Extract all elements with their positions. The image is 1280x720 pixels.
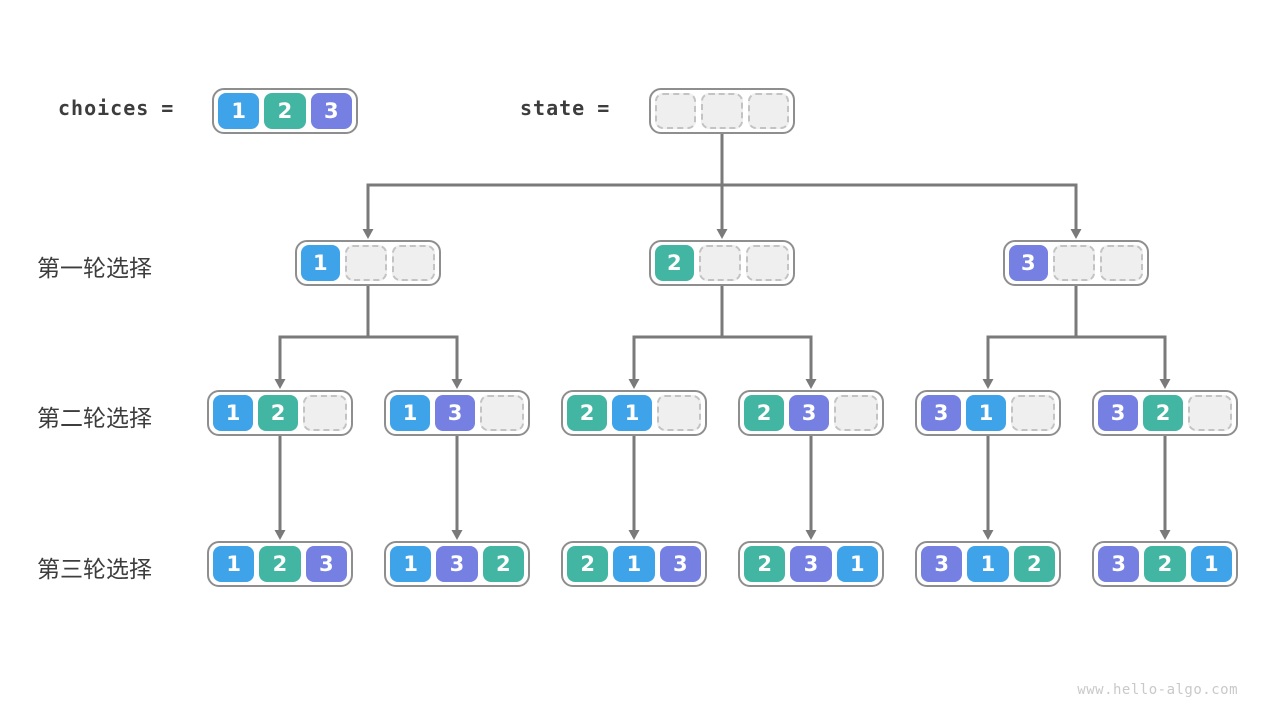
empty-cell <box>698 245 742 281</box>
cell-value-2: 2 <box>482 546 524 582</box>
cell-value-2: 2 <box>264 93 306 129</box>
cell-value-2: 2 <box>1144 546 1186 582</box>
state-label-text: state <box>520 96 586 120</box>
cell-value-2: 2 <box>1143 395 1183 431</box>
empty-cell <box>655 93 697 129</box>
arrowhead <box>805 379 817 389</box>
arrowhead <box>982 530 994 540</box>
cell-value-1: 1 <box>967 546 1009 582</box>
cell-value-3: 3 <box>1009 245 1048 281</box>
cell-value-3: 3 <box>1098 395 1138 431</box>
empty-cell <box>1100 245 1144 281</box>
cell-value-1: 1 <box>390 395 430 431</box>
empty-cell <box>834 395 878 431</box>
empty-cell <box>747 93 789 129</box>
row-label-round2: 第二轮选择 <box>37 406 152 432</box>
cell-value-1: 1 <box>213 546 255 582</box>
cell-value-2: 2 <box>567 395 607 431</box>
cell-value-2: 2 <box>567 546 609 582</box>
cell-value-3: 3 <box>305 546 347 582</box>
cell-value-2: 2 <box>1013 546 1055 582</box>
empty-cell <box>746 245 790 281</box>
cell-value-3: 3 <box>1098 546 1140 582</box>
arrowhead <box>1159 379 1171 389</box>
arrowhead <box>1159 530 1171 540</box>
cell-value-1: 1 <box>390 546 432 582</box>
cell-value-3: 3 <box>790 546 832 582</box>
tree-node-round1-3: 3 <box>1003 240 1149 286</box>
empty-cell <box>657 395 701 431</box>
row-label-round3: 第三轮选择 <box>37 557 152 583</box>
cell-value-1: 1 <box>1190 546 1232 582</box>
cell-value-3: 3 <box>789 395 829 431</box>
cell-value-2: 2 <box>744 395 784 431</box>
cell-value-3: 3 <box>435 395 475 431</box>
cell-value-2: 2 <box>744 546 786 582</box>
arrowhead <box>628 530 640 540</box>
state-equals-sign: = <box>597 96 611 120</box>
cell-value-1: 1 <box>966 395 1006 431</box>
state-label: state = <box>520 96 610 120</box>
watermark: www.hello-algo.com <box>1077 682 1238 698</box>
cell-value-2: 2 <box>259 546 301 582</box>
cell-value-3: 3 <box>921 546 963 582</box>
cell-value-2: 2 <box>655 245 694 281</box>
arrowhead <box>274 530 286 540</box>
arrowhead <box>716 229 728 239</box>
cell-value-3: 3 <box>436 546 478 582</box>
empty-cell <box>701 93 743 129</box>
empty-cell <box>1011 395 1055 431</box>
cell-value-1: 1 <box>218 93 260 129</box>
empty-cell <box>392 245 436 281</box>
choices-label: choices = <box>58 96 174 120</box>
cell-value-1: 1 <box>836 546 878 582</box>
arrowhead <box>628 379 640 389</box>
state-array <box>649 88 795 134</box>
empty-cell <box>480 395 524 431</box>
cell-value-3: 3 <box>659 546 701 582</box>
tree-node-round1-1: 1 <box>295 240 441 286</box>
choices-label-text: choices <box>58 96 150 120</box>
choices-equals-sign: = <box>161 96 175 120</box>
empty-cell <box>344 245 388 281</box>
cell-value-1: 1 <box>213 395 253 431</box>
row-label-round1: 第一轮选择 <box>37 256 152 282</box>
cell-value-3: 3 <box>310 93 352 129</box>
empty-cell <box>1052 245 1096 281</box>
cell-value-1: 1 <box>301 245 340 281</box>
empty-cell <box>1188 395 1232 431</box>
tree-node-round1-2: 2 <box>649 240 795 286</box>
arrowhead <box>982 379 994 389</box>
cell-value-1: 1 <box>613 546 655 582</box>
arrowhead <box>1070 229 1082 239</box>
arrowhead <box>362 229 374 239</box>
cell-value-1: 1 <box>612 395 652 431</box>
cell-value-2: 2 <box>258 395 298 431</box>
arrowhead <box>451 379 463 389</box>
arrowhead <box>274 379 286 389</box>
arrowhead <box>451 530 463 540</box>
cell-value-3: 3 <box>921 395 961 431</box>
arrowhead <box>805 530 817 540</box>
empty-cell <box>303 395 347 431</box>
